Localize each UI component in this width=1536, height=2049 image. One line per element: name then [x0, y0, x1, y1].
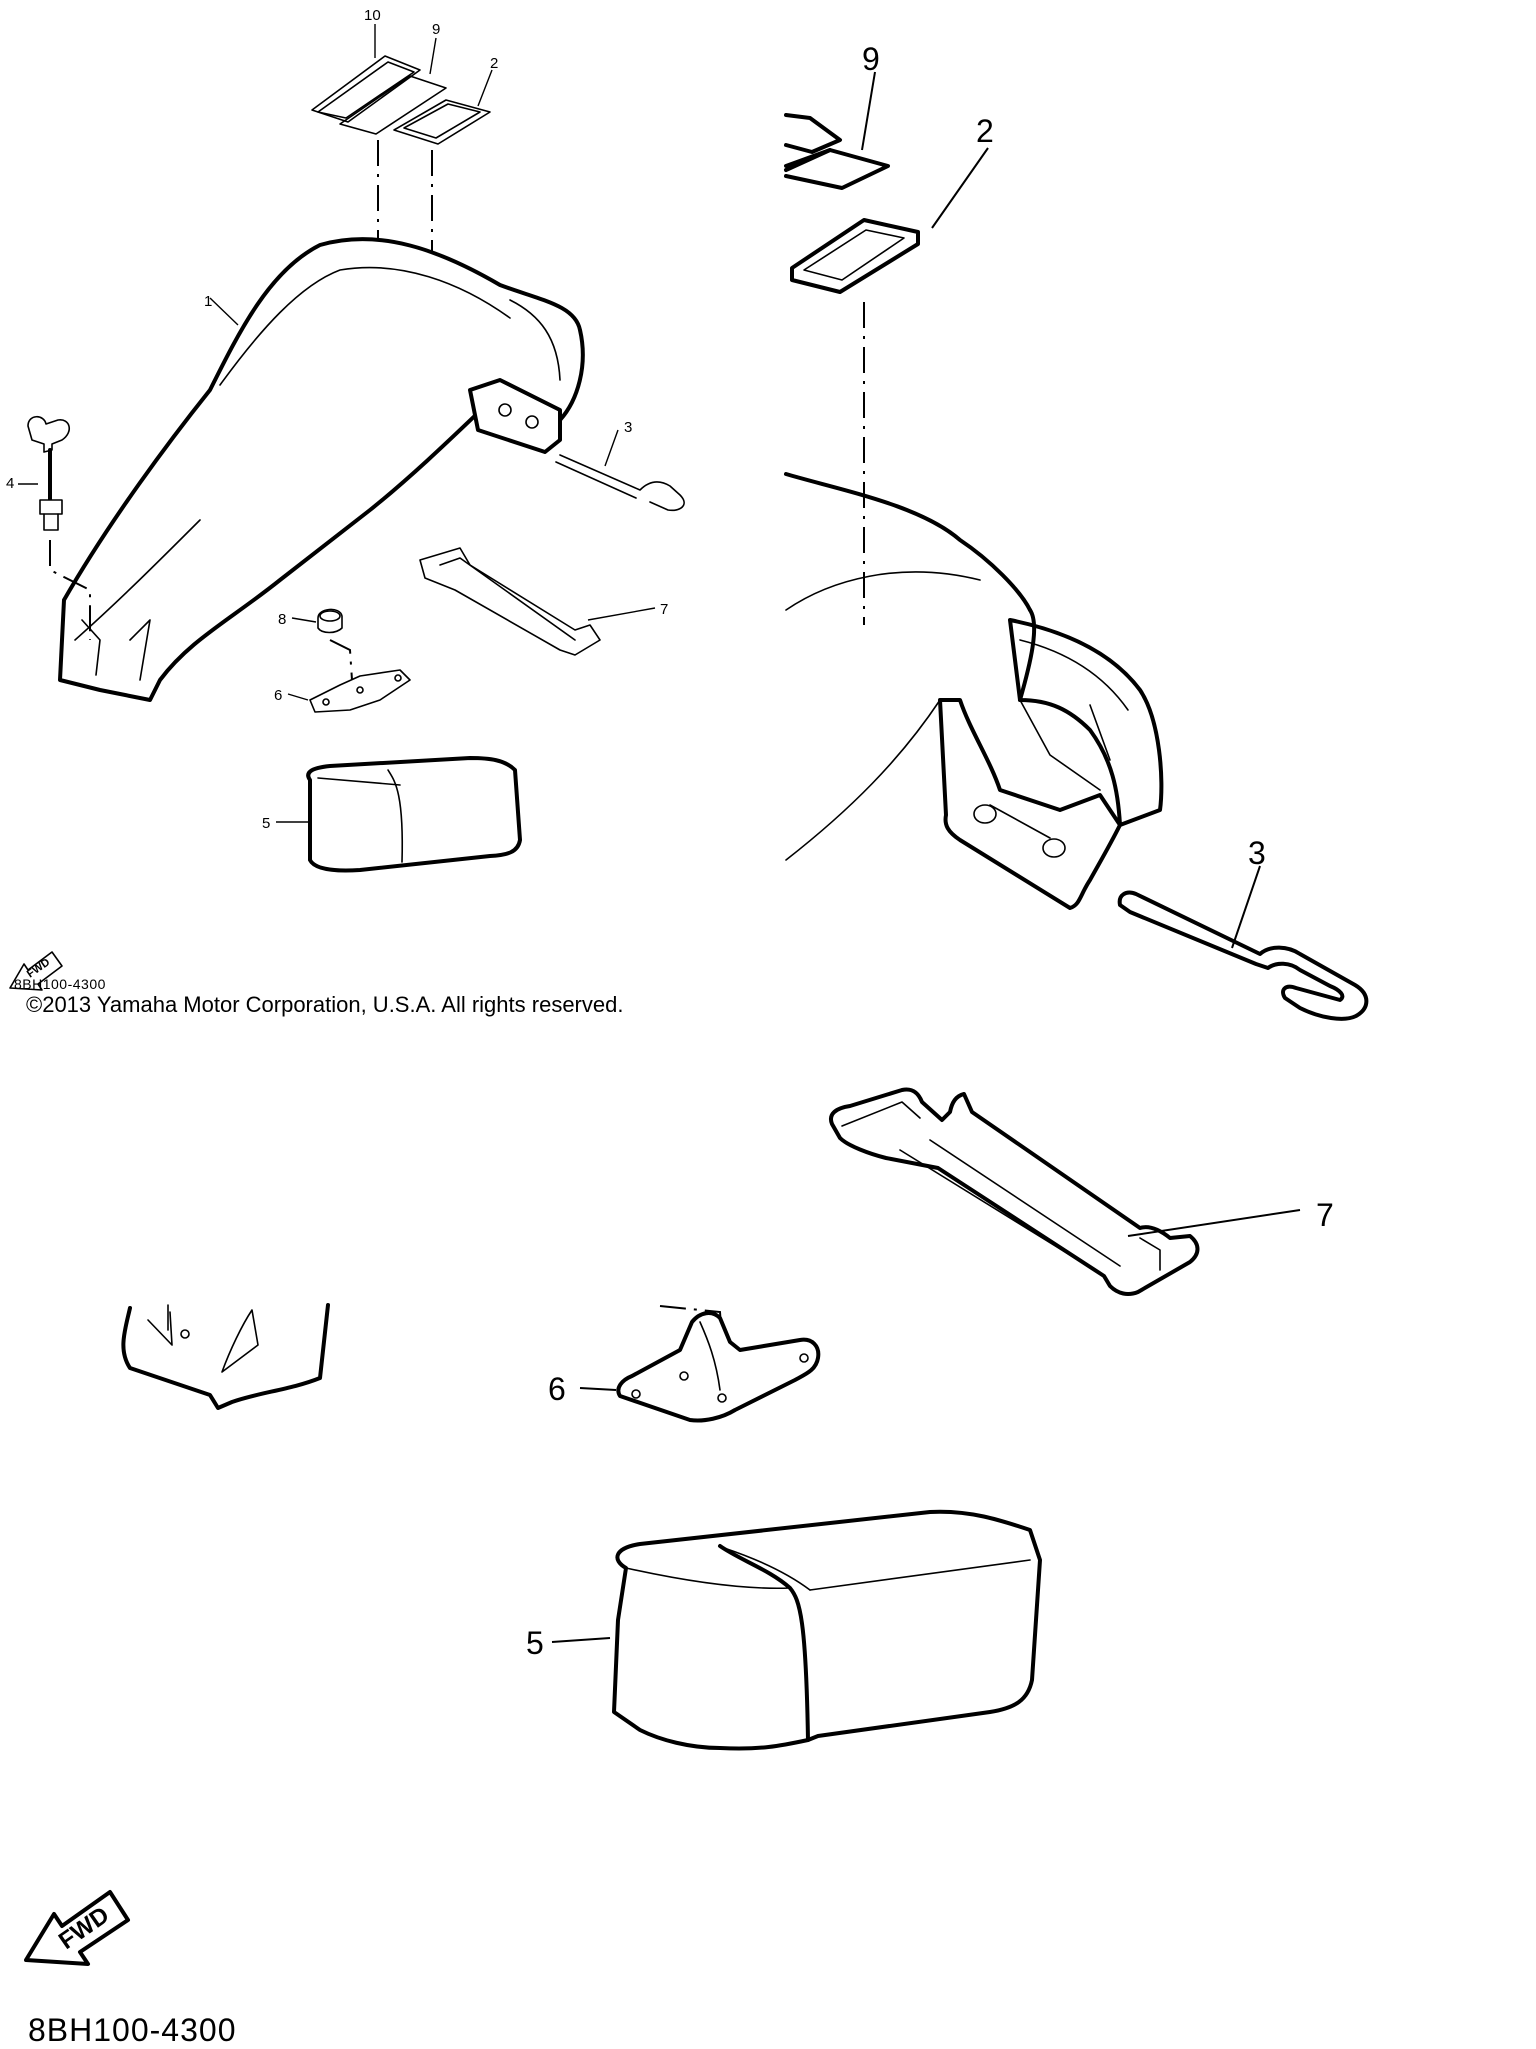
fwd-arrow-icon-large: FWD: [24, 1890, 130, 1966]
detail-leader-lines: [551, 71, 1301, 1643]
detail-callout-6: 6: [548, 1371, 566, 1407]
fwd-arrow-icon: FWD: [9, 951, 63, 991]
callout-3: 3: [624, 419, 632, 436]
callout-5: 5: [262, 815, 270, 832]
part-10-label-sticker: [311, 55, 421, 123]
part-9-label-sticker: [339, 75, 447, 135]
part-8-nut: [317, 608, 343, 634]
callout-6: 6: [274, 687, 282, 704]
part-7-battery-band: [419, 547, 601, 656]
part-1-rear-fender: [58, 237, 585, 702]
part-3-pin: [555, 454, 685, 512]
detail-part-5-block: [612, 1509, 1042, 1751]
copyright-notice: ©2013 Yamaha Motor Corporation, U.S.A. A…: [26, 992, 624, 1017]
overview-diagram: 10 9 2 1 3 4 7 8 6 5 FWD: [6, 7, 685, 991]
callout-2: 2: [490, 55, 498, 72]
overview-leader-lines: [18, 24, 656, 823]
detail-part-1-fender-tail: [121, 1303, 330, 1410]
detail-part-6-plate: [616, 1305, 821, 1423]
detail-part-1-fender: [784, 472, 1164, 910]
detail-callout-7: 7: [1316, 1197, 1334, 1233]
detail-callout-5: 5: [526, 1625, 544, 1661]
detail-diagram: 9 2 3 7 6 5 FWD: [24, 41, 1369, 1966]
part-4-wing-bolt: [27, 415, 91, 640]
part-5-pad-block: [306, 756, 522, 873]
detail-part-9-sticker: [784, 113, 890, 190]
callout-7: 7: [660, 601, 668, 618]
callout-4: 4: [6, 475, 14, 492]
callout-1: 1: [204, 293, 212, 310]
detail-part-3-pin: [1117, 890, 1369, 1021]
callout-9: 9: [432, 21, 440, 38]
detail-callout-3: 3: [1248, 835, 1266, 871]
detail-callout-9: 9: [862, 41, 880, 77]
part-2-label-sticker: [393, 99, 491, 145]
diagram-code: 8BH100-4300: [14, 976, 106, 992]
diagram-code-large: 8BH100-4300: [28, 2012, 237, 2048]
detail-part-7-band: [829, 1087, 1200, 1296]
callout-10: 10: [364, 7, 381, 24]
detail-part-2-sticker: [790, 218, 920, 294]
detail-callout-2: 2: [976, 113, 994, 149]
part-6-bracket-plate: [309, 639, 411, 713]
callout-8: 8: [278, 611, 286, 628]
